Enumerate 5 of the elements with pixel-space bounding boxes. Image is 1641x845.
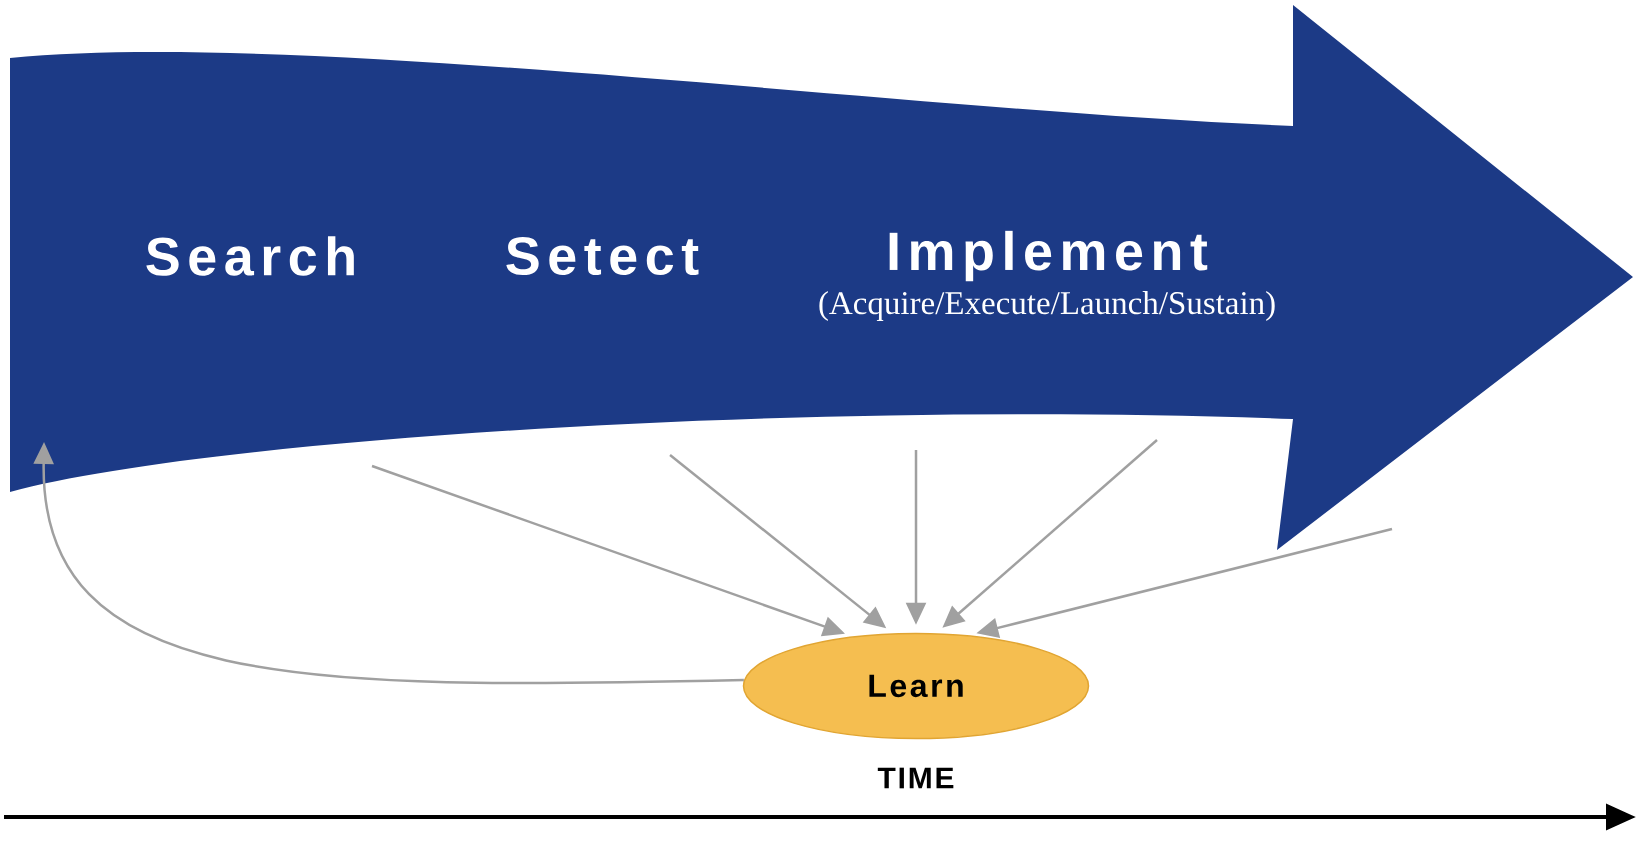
stage-label: Search (146, 236, 354, 276)
stage-label: Setect (506, 236, 699, 276)
stage-subtitle: (Acquire/Execute/Launch/Sustain) (819, 291, 1275, 321)
axis-label: TIME (877, 767, 954, 789)
stage-label: Implement (889, 230, 1208, 282)
